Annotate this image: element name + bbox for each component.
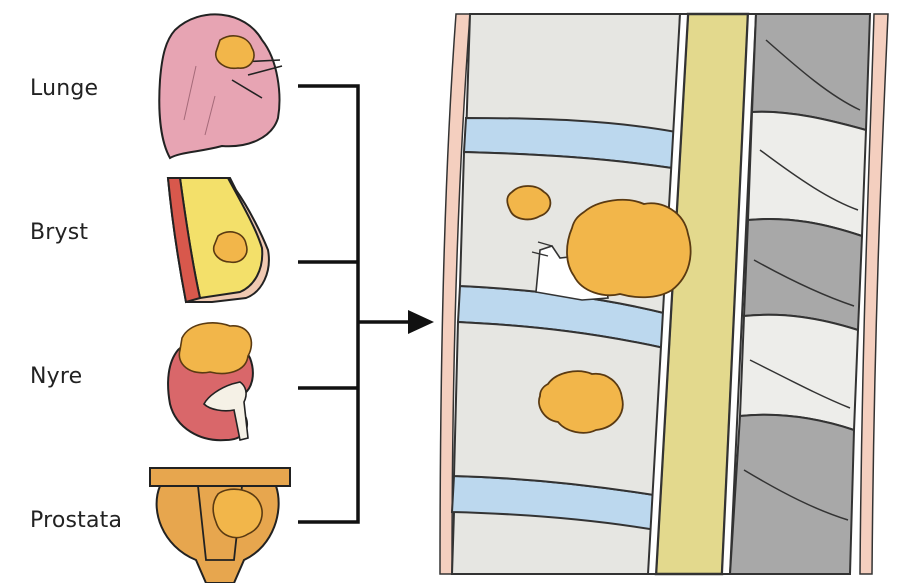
kidney-icon bbox=[167, 322, 254, 442]
tumor-lower bbox=[538, 370, 624, 434]
prostate-icon bbox=[149, 467, 291, 583]
spine-illustration bbox=[436, 12, 894, 576]
connector-lines bbox=[298, 84, 412, 524]
label-lung: Lunge bbox=[30, 76, 99, 101]
breast-icon bbox=[166, 177, 270, 304]
tumor-upper-large bbox=[566, 198, 692, 299]
tumor-upper-small bbox=[506, 185, 552, 221]
label-breast: Bryst bbox=[30, 220, 89, 245]
arrow-right-icon bbox=[408, 310, 434, 334]
label-kidney: Nyre bbox=[30, 364, 83, 389]
label-prostate: Prostata bbox=[30, 508, 123, 533]
lung-icon bbox=[158, 13, 283, 160]
